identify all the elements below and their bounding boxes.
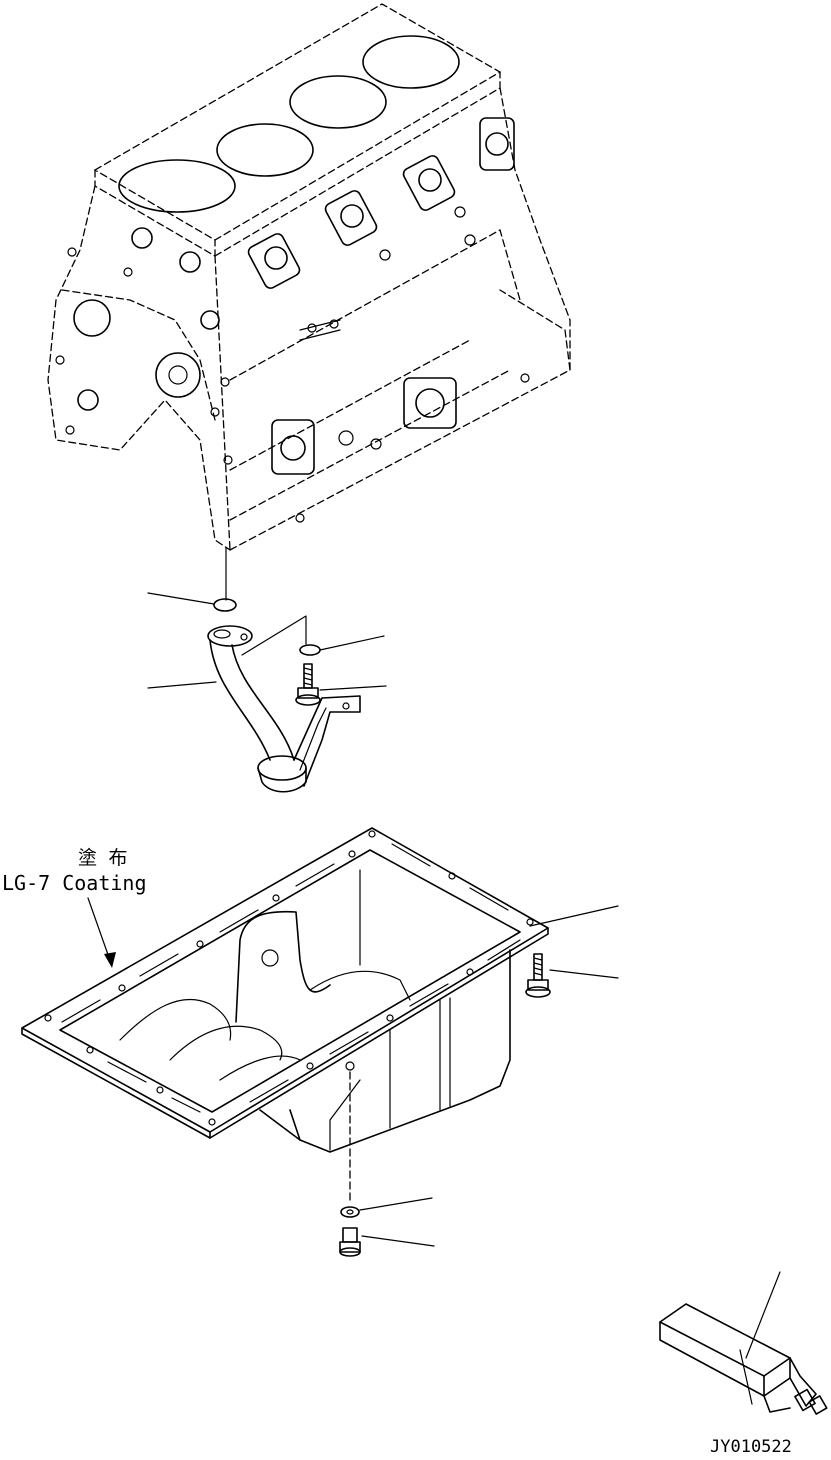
coating-japanese-label: 塗 布 — [78, 846, 127, 869]
sealant-tube — [659, 1303, 828, 1415]
o-ring — [213, 598, 237, 612]
bolt-leader — [319, 685, 387, 691]
drain-plug — [339, 1227, 361, 1257]
washer — [299, 644, 321, 656]
washer-leader — [319, 635, 385, 651]
oil-pan — [21, 827, 549, 1153]
suction-tube-leader — [147, 681, 217, 689]
suction-tube — [207, 625, 361, 793]
oil-pan-bolt-leader — [549, 969, 619, 979]
drain-plug-leader — [361, 1235, 435, 1247]
washer-guide — [241, 615, 307, 656]
cylinder-block — [47, 3, 571, 551]
o-ring-leader — [147, 592, 215, 605]
sealant-tube-leader — [745, 1271, 781, 1359]
figure-code: JY010522 — [710, 1437, 792, 1457]
coating-label: LG-7 Coating — [2, 871, 147, 895]
coating-arrow-icon — [104, 952, 116, 968]
oil-pan-bolt — [525, 953, 551, 998]
oil-pan-leader — [529, 905, 619, 927]
drain-washer-leader — [359, 1197, 433, 1211]
drain-washer — [340, 1206, 360, 1218]
bolt — [295, 663, 321, 706]
